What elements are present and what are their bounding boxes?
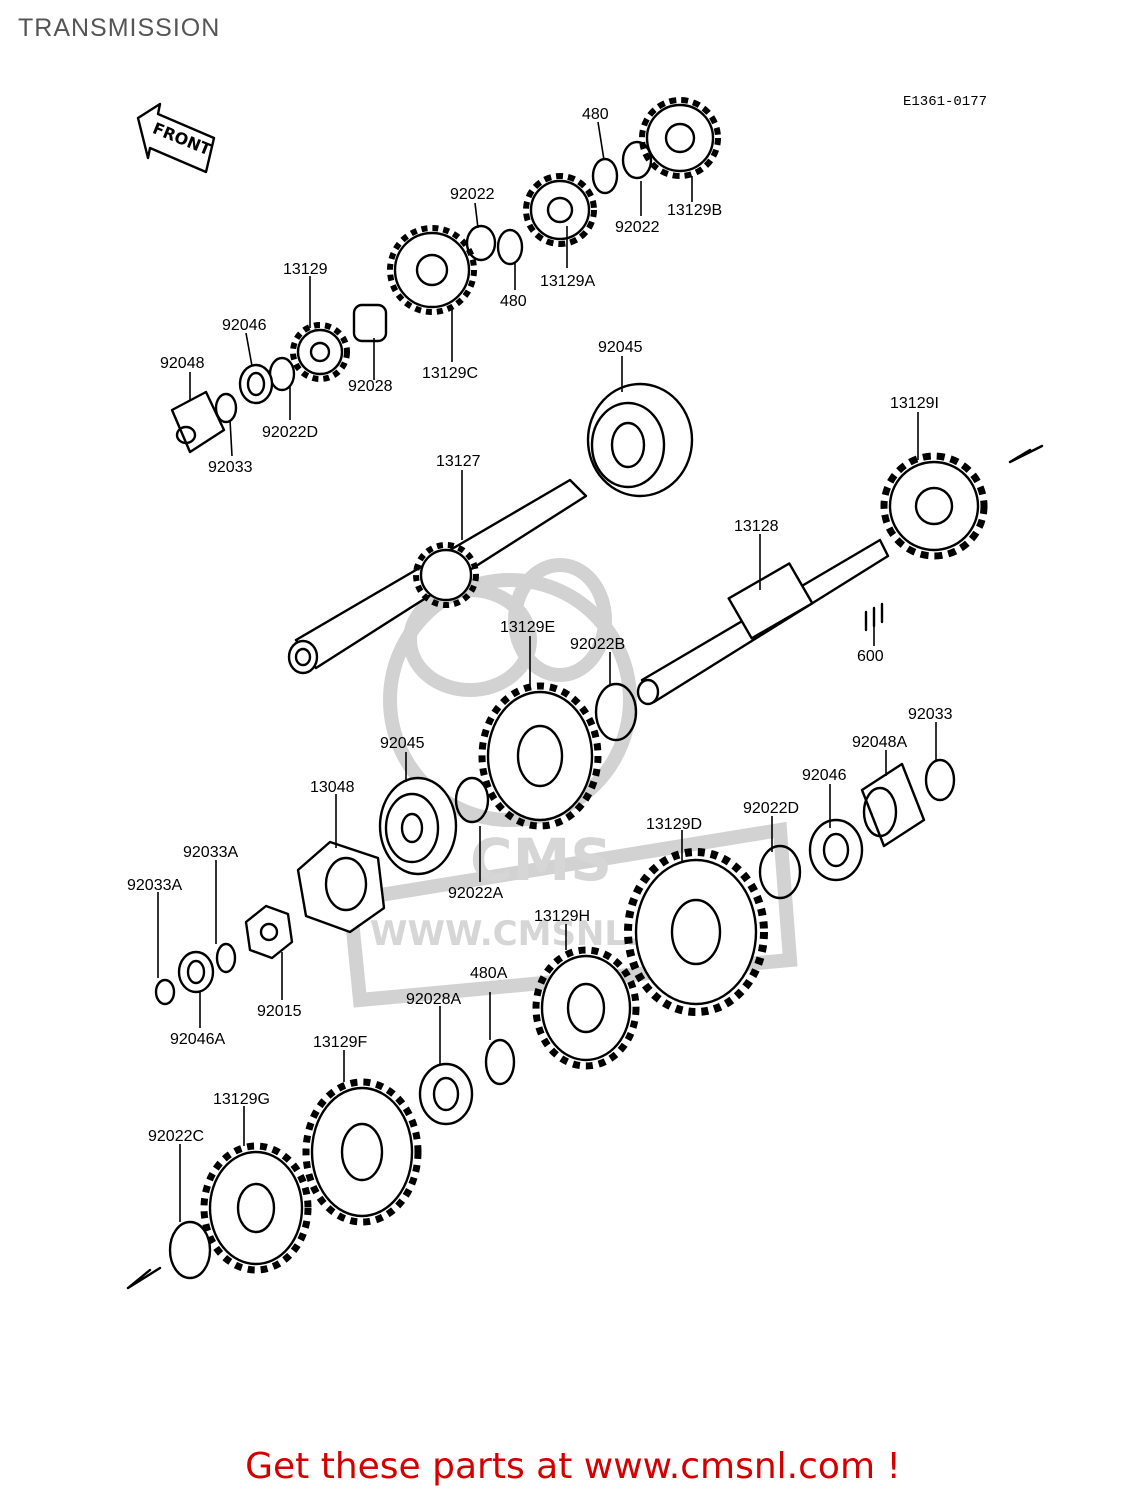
part-label[interactable]: 92022D xyxy=(262,424,318,441)
collar-92048A-icon xyxy=(860,762,926,848)
gear-13129F-icon xyxy=(302,1078,422,1226)
gear-13129D-icon xyxy=(624,848,768,1016)
part-label[interactable]: 92022 xyxy=(450,186,495,203)
part-label[interactable]: 92015 xyxy=(257,1003,302,1020)
washer-92022D-icon xyxy=(758,844,802,900)
part-label[interactable]: 13129H xyxy=(534,908,590,925)
part-label[interactable]: 480 xyxy=(582,106,609,123)
washer-92022C-icon xyxy=(168,1220,212,1280)
gear-13129I-icon xyxy=(880,452,988,560)
direction-arrow-icon xyxy=(1008,444,1044,464)
washer-92022B-icon xyxy=(594,682,638,742)
ball-bearing-92045-icon xyxy=(378,776,458,876)
part-label[interactable]: 92022C xyxy=(148,1128,204,1145)
shaft-13128-icon xyxy=(636,538,890,706)
part-label[interactable]: 13129C xyxy=(422,365,478,382)
front-arrow-icon: FRONT xyxy=(136,102,216,174)
gear-13129A-icon xyxy=(523,173,597,247)
washer-92022-icon xyxy=(621,140,653,180)
circlip-92033-icon xyxy=(924,758,956,802)
gear-13129G-icon xyxy=(200,1142,312,1274)
needle-bearing-92046-icon xyxy=(238,363,274,405)
part-label[interactable]: 480 xyxy=(500,293,527,310)
leader-lines xyxy=(157,121,937,1222)
part-label[interactable]: 92045 xyxy=(598,339,643,356)
part-label[interactable]: 92045 xyxy=(380,735,425,752)
part-label[interactable]: 92028 xyxy=(348,378,393,395)
washer-92022-icon xyxy=(465,224,497,262)
circlip-92033-icon xyxy=(214,392,238,424)
bushing-92028A-icon xyxy=(418,1062,474,1126)
part-label[interactable]: 92033 xyxy=(908,706,953,723)
part-label[interactable]: 13048 xyxy=(310,779,355,796)
part-label[interactable]: 13129G xyxy=(213,1091,270,1108)
circlip-480A-icon xyxy=(484,1038,516,1086)
part-label[interactable]: 92033 xyxy=(208,459,253,476)
part-label[interactable]: 480A xyxy=(470,965,508,982)
drawing-code: E1361-0177 xyxy=(903,94,987,110)
shaft-13127-icon xyxy=(287,478,588,675)
part-label[interactable]: 92022D xyxy=(743,800,799,817)
nut-92015-icon xyxy=(244,904,294,960)
part-label[interactable]: 92033A xyxy=(127,877,182,894)
gear-13129H-icon xyxy=(532,946,640,1070)
part-label[interactable]: 13129F xyxy=(313,1034,367,1051)
part-label[interactable]: 92046 xyxy=(802,767,847,784)
circlip-480-icon xyxy=(591,157,619,195)
gear-13129B-icon xyxy=(639,97,721,179)
needle-bearing-92046A-icon xyxy=(177,950,215,994)
part-labels: 480 92022 480 13129A 92022 13129B 13129 … xyxy=(127,106,953,1145)
needle-bearing-92046-icon xyxy=(808,818,864,882)
cta-link[interactable]: Get these parts at www.cmsnl.com ! xyxy=(245,1446,901,1487)
page-title: TRANSMISSION xyxy=(18,14,221,42)
part-label[interactable]: 13128 xyxy=(734,518,779,535)
part-label[interactable]: 13129B xyxy=(667,202,722,219)
washer-92022A-icon xyxy=(454,776,490,824)
ball-bearing-92045-icon xyxy=(586,382,694,498)
bushing-92028-icon xyxy=(352,303,388,343)
hub-13048-icon xyxy=(296,840,386,934)
gear-13129C-icon xyxy=(387,225,477,315)
part-label[interactable]: 13129E xyxy=(500,619,555,636)
part-label[interactable]: 92022A xyxy=(448,885,503,902)
part-label[interactable]: 13127 xyxy=(436,453,481,470)
gear-13129E-icon xyxy=(478,682,602,830)
part-label[interactable]: 92022 xyxy=(615,219,660,236)
direction-arrow-icon xyxy=(126,1266,162,1290)
part-label[interactable]: 92048 xyxy=(160,355,205,372)
part-label[interactable]: 92048A xyxy=(852,734,907,751)
part-label[interactable]: 92046A xyxy=(170,1031,225,1048)
part-label[interactable]: 92028A xyxy=(406,991,461,1008)
circlip-480-icon xyxy=(496,228,524,266)
part-label[interactable]: 92022B xyxy=(570,636,625,653)
gear-13129-icon xyxy=(290,322,350,382)
part-label[interactable]: 92033A xyxy=(183,844,238,861)
part-label[interactable]: 13129 xyxy=(283,261,328,278)
collar-92048-icon xyxy=(170,390,226,454)
circlip-92033A-icon xyxy=(154,978,176,1006)
part-label[interactable]: 600 xyxy=(857,648,884,665)
circlip-92033A-icon xyxy=(215,942,237,974)
watermark-logo-text: CMS xyxy=(470,826,612,894)
part-label[interactable]: 13129A xyxy=(540,273,595,290)
part-label[interactable]: 13129I xyxy=(890,395,939,412)
exploded-parts-diagram: CMS WWW.CMSNL.COM E1361-0177 FRONT xyxy=(126,94,1044,1290)
part-label[interactable]: 13129D xyxy=(646,816,702,833)
part-label[interactable]: 92046 xyxy=(222,317,267,334)
